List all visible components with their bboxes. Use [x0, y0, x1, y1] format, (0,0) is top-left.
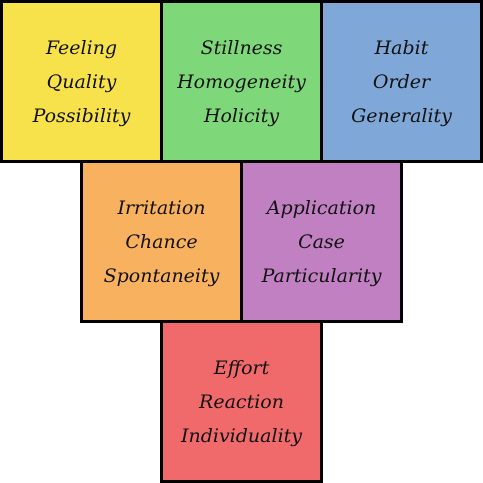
box-line: Possibility: [32, 104, 131, 127]
box-habit: Habit Order Generality: [320, 0, 483, 163]
box-line: Generality: [351, 104, 452, 127]
box-effort: Effort Reaction Individuality: [160, 320, 323, 483]
box-irritation: Irritation Chance Spontaneity: [80, 160, 243, 323]
box-feeling: Feeling Quality Possibility: [0, 0, 163, 163]
box-line: Order: [372, 70, 431, 93]
box-line: Stillness: [200, 36, 283, 59]
box-line: Holicity: [203, 104, 280, 127]
box-line: Homogeneity: [177, 70, 306, 93]
box-line: Feeling: [45, 36, 118, 59]
box-stillness: Stillness Homogeneity Holicity: [160, 0, 323, 163]
box-line: Application: [266, 196, 377, 219]
box-line: Particularity: [261, 264, 382, 287]
box-line: Chance: [125, 230, 198, 253]
box-line: Individuality: [180, 424, 303, 447]
box-application: Application Case Particularity: [240, 160, 403, 323]
box-line: Effort: [213, 356, 270, 379]
box-line: Reaction: [199, 390, 284, 413]
box-line: Habit: [374, 36, 429, 59]
box-line: Quality: [46, 70, 117, 93]
box-line: Spontaneity: [103, 264, 220, 287]
box-line: Irritation: [117, 196, 206, 219]
box-line: Case: [298, 230, 345, 253]
